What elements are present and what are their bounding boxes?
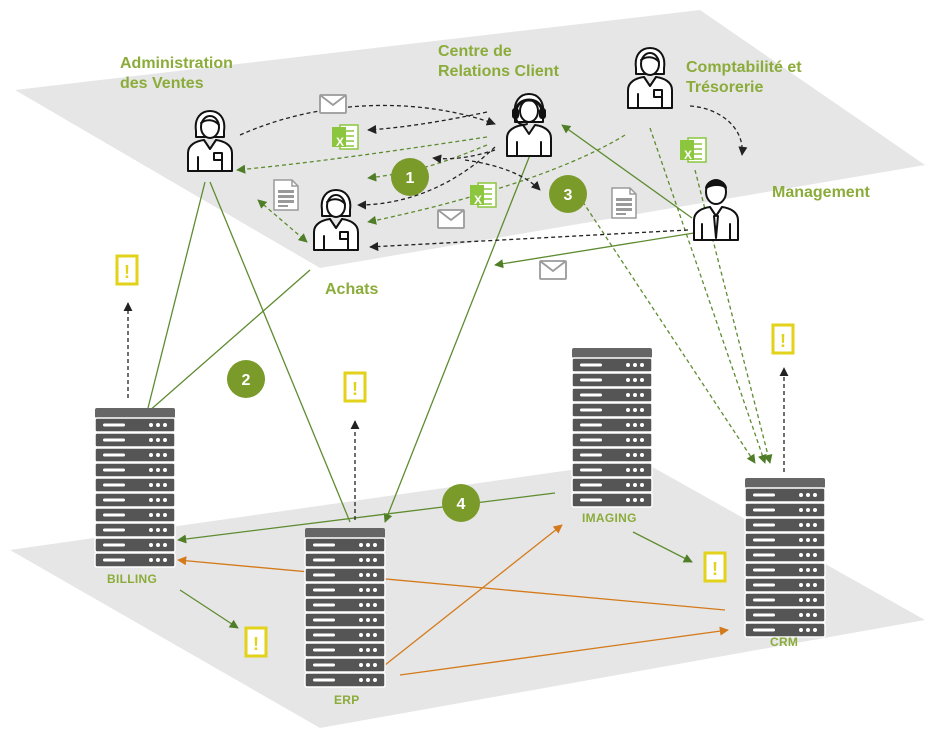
orange-flows — [177, 524, 729, 676]
label-line: Relations Client — [438, 63, 559, 80]
label-achats: Achats — [325, 281, 379, 298]
label-line: des Ventes — [120, 75, 204, 92]
label-line: Comptabilité et — [686, 59, 802, 76]
svg-text:!: ! — [124, 262, 130, 282]
crm-server-icon — [745, 478, 825, 637]
excel-glyph: X — [684, 148, 692, 162]
document-icon — [273, 179, 299, 211]
svg-text:!: ! — [712, 559, 718, 579]
erp-server-icon — [305, 528, 385, 687]
black-dashed-flows — [123, 104, 789, 520]
label-line: Centre de — [438, 43, 512, 60]
label-centre-relations-client: Centre de Relations Client — [438, 42, 559, 82]
label-line: Administration — [120, 55, 233, 72]
label-erp: ERP — [334, 693, 360, 707]
document-icon — [611, 187, 637, 219]
alert-icon: ! — [115, 254, 139, 286]
svg-text:2: 2 — [242, 372, 251, 389]
excel-glyph: X — [474, 193, 482, 207]
label-line: Trésorerie — [686, 79, 764, 96]
step-badge-1: 1 — [391, 158, 429, 196]
alert-icon: ! — [703, 551, 727, 583]
email-icon — [539, 260, 567, 280]
email-icon — [437, 209, 465, 229]
step-badge-2: 2 — [227, 360, 265, 398]
svg-text:!: ! — [780, 331, 786, 351]
label-administration-ventes: Administration des Ventes — [120, 54, 233, 94]
email-icon — [319, 94, 347, 114]
alert-icon: ! — [771, 323, 795, 355]
step-badge-4: 4 — [442, 484, 480, 522]
alert-icon: ! — [244, 626, 268, 658]
imaging-server-icon — [572, 348, 652, 507]
lower-plane — [10, 460, 925, 728]
label-crm: CRM — [770, 635, 799, 649]
label-comptabilite-tresorerie: Comptabilité et Trésorerie — [686, 58, 802, 98]
label-imaging: IMAGING — [582, 511, 637, 525]
billing-server-icon — [95, 408, 175, 567]
step-badge-3: 3 — [549, 175, 587, 213]
alert-icon: ! — [343, 371, 367, 403]
svg-text:!: ! — [352, 379, 358, 399]
svg-text:3: 3 — [564, 187, 573, 204]
excel-glyph: X — [336, 135, 344, 149]
label-billing: BILLING — [107, 572, 158, 586]
svg-text:1: 1 — [406, 170, 415, 187]
svg-text:!: ! — [253, 634, 259, 654]
svg-text:4: 4 — [457, 496, 466, 513]
label-management: Management — [772, 184, 870, 201]
